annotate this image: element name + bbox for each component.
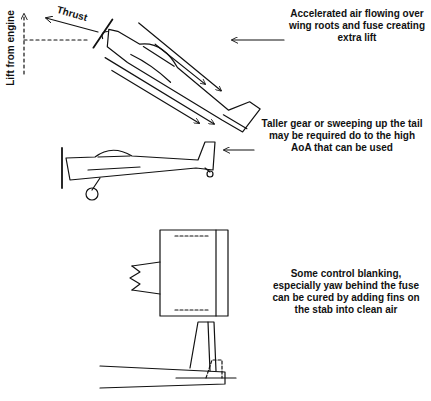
elevator-hinge xyxy=(215,230,216,316)
pointer-arrow xyxy=(232,39,284,40)
stab-fin xyxy=(175,235,210,236)
wing-line xyxy=(88,167,140,170)
force-label: Thrust xyxy=(51,3,93,26)
airflow-arrow xyxy=(152,44,208,84)
fuselage-outline xyxy=(99,14,260,139)
tail-strut xyxy=(205,168,210,172)
fin xyxy=(190,322,216,371)
airflow-arrow xyxy=(105,53,214,129)
airflow-arrow xyxy=(112,66,199,127)
stabilizer xyxy=(160,230,228,316)
fuselage-outline xyxy=(66,142,215,180)
fuselage-side xyxy=(132,262,160,266)
airflow-arrow xyxy=(133,23,227,91)
fuselage-side xyxy=(132,290,160,294)
annotation-note: Accelerated air flowing over wing roots … xyxy=(288,8,426,44)
rudder-hinge xyxy=(208,322,210,371)
annotation-note: Taller gear or sweeping up the tail may … xyxy=(258,118,426,154)
stab-fin xyxy=(206,360,222,378)
lift-arrow xyxy=(23,14,24,74)
spinner xyxy=(100,30,107,39)
wheel xyxy=(86,188,98,200)
stab-fin xyxy=(175,309,210,310)
propeller xyxy=(61,148,63,188)
lift-guide xyxy=(24,39,90,40)
stab-line xyxy=(223,113,247,130)
pitched-plane xyxy=(88,9,262,151)
pointer-arrow xyxy=(224,149,254,150)
wing-line xyxy=(130,53,171,82)
fuselage-break xyxy=(130,266,140,290)
canopy-line xyxy=(98,156,130,157)
annotation-note: Some control blanking, especially yaw be… xyxy=(266,268,426,316)
force-label: Lift from engine xyxy=(5,8,17,88)
propeller xyxy=(93,19,112,47)
